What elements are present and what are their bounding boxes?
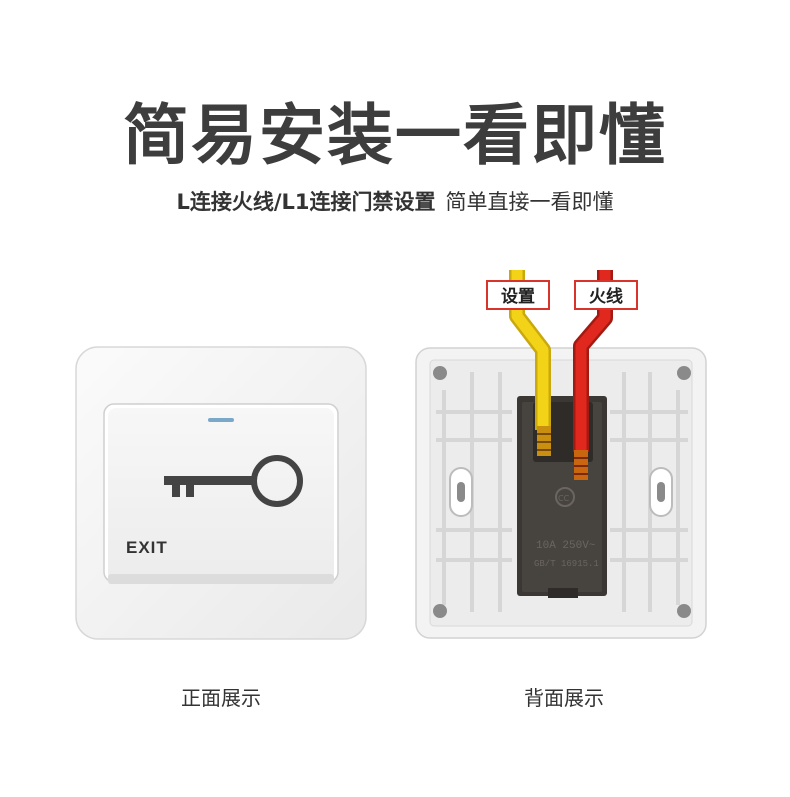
terminal-rating: 10A 250V~ GB/T 16915.1 [534,540,599,569]
tag-setting: 设置 [486,280,550,310]
svg-text:CC: CC [558,494,570,503]
tag-live-wire: 火线 [574,280,638,310]
indicator-led [208,418,234,422]
headline: 简易安装一看即懂 [123,97,667,174]
svg-text:GB/T 16915.1: GB/T 16915.1 [534,559,599,569]
svg-text:10A 250V~: 10A 250V~ [536,540,596,552]
key-icon [164,455,303,507]
front-switch [75,346,367,640]
mounting-holes [433,366,691,618]
subline-normal: 简单直接一看即懂 [445,190,614,214]
subline: L连接火线/L1连接门禁设置简单直接一看即懂 [0,186,790,216]
caption-back: 背面展示 [524,686,604,710]
caption-front: 正面展示 [181,686,261,710]
exit-label: EXIT [126,538,168,557]
subline-bold: L连接火线/L1连接门禁设置 [176,190,436,214]
back-switch: CC 10A 250V~ GB/T 16915.1 [415,347,707,639]
